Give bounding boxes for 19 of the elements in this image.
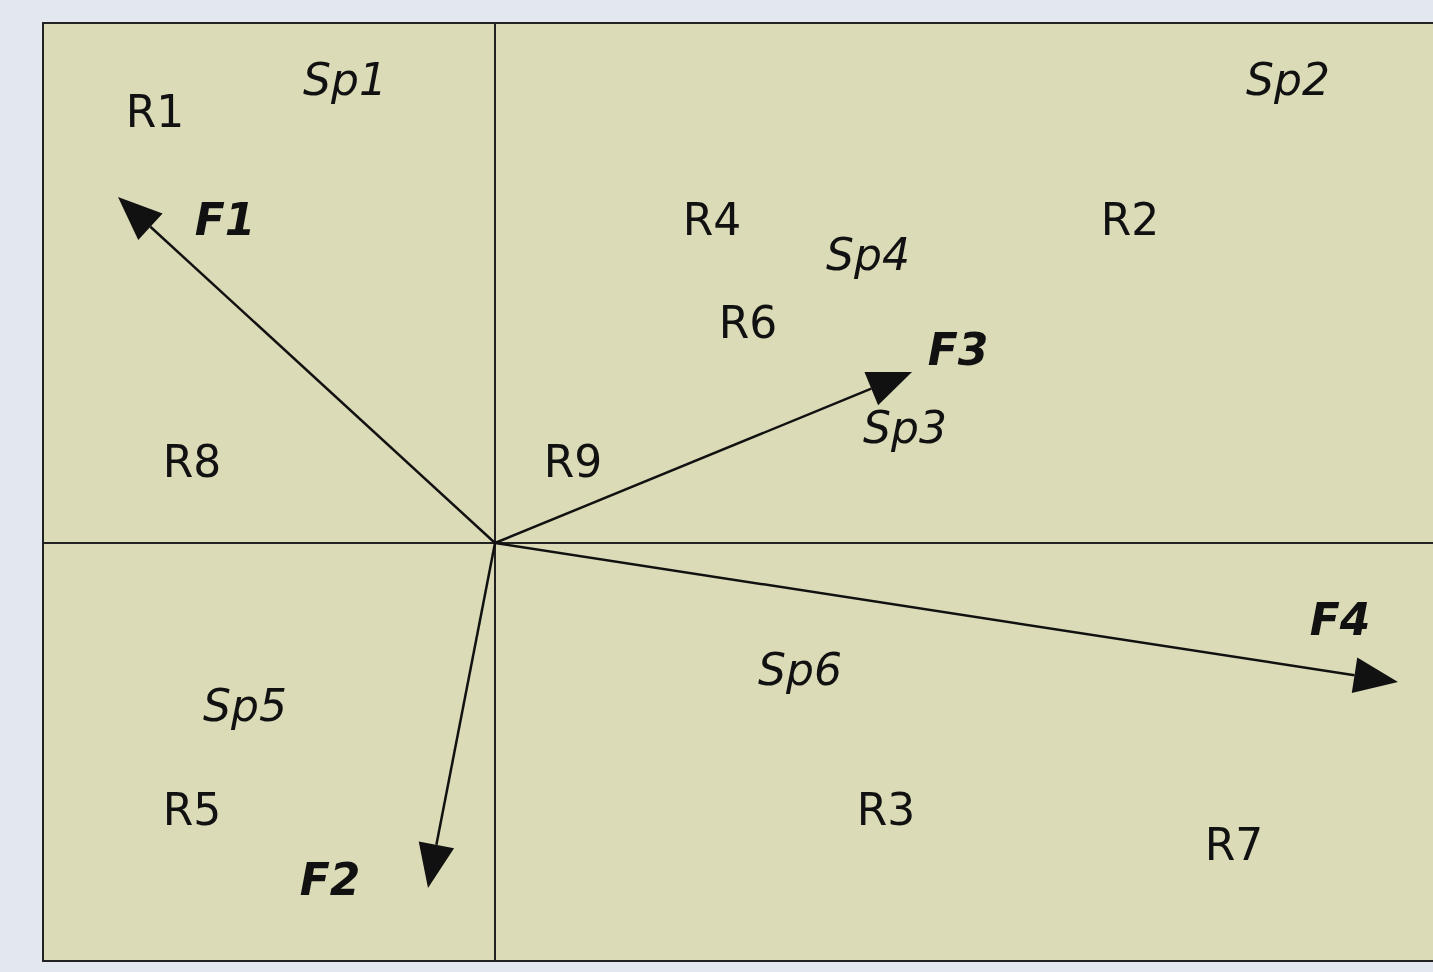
vector-label: F3	[927, 328, 989, 372]
vector-label: F2	[299, 858, 361, 902]
sample-label: R7	[1204, 823, 1264, 867]
species-label: Sp1	[303, 58, 387, 102]
sample-label: R6	[718, 301, 778, 345]
vector-label: F1	[194, 198, 256, 242]
vector-label: F4	[1309, 598, 1371, 642]
species-label: Sp5	[203, 684, 287, 728]
sample-label: R4	[682, 198, 742, 242]
sample-label: R3	[856, 788, 916, 832]
species-label: Sp2	[1246, 58, 1330, 102]
sample-label: R1	[125, 90, 185, 134]
species-label: Sp4	[826, 233, 910, 277]
sample-label: R8	[162, 440, 222, 484]
sample-label: R9	[543, 440, 603, 484]
sample-label: R2	[1100, 198, 1160, 242]
species-label: Sp3	[863, 406, 947, 450]
species-label: Sp6	[758, 648, 842, 692]
sample-label: R5	[162, 788, 222, 832]
